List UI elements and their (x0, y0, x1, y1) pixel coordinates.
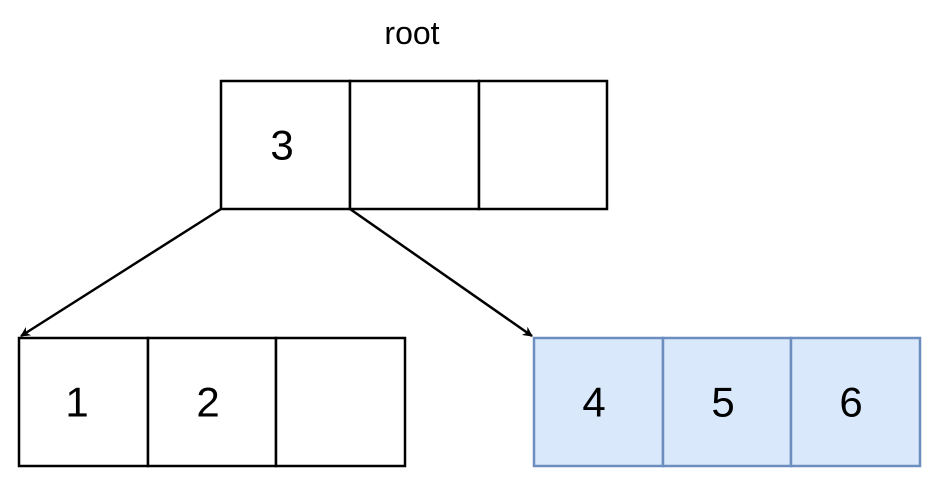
right-cell-3 (789, 336, 922, 468)
root-label: root (384, 15, 439, 51)
root-key-1: 3 (270, 122, 293, 169)
root-cell-2 (348, 79, 481, 211)
left-cell-1 (17, 336, 150, 468)
left-key-2: 2 (196, 379, 219, 426)
root-cell-1 (219, 79, 352, 211)
left-cell-3 (274, 336, 407, 468)
root-node: 3 (219, 79, 609, 211)
edge-root-to-right (349, 207, 533, 338)
right-key-3: 6 (839, 379, 862, 426)
right-key-2: 5 (711, 379, 734, 426)
left-key-1: 1 (65, 379, 88, 426)
edge-root-to-left (20, 207, 222, 338)
right-child-node: 4 5 6 (532, 336, 922, 468)
root-cell-3 (477, 79, 609, 211)
left-cell-2 (146, 336, 278, 468)
left-child-node: 1 2 (17, 336, 407, 468)
right-key-1: 4 (582, 379, 605, 426)
right-cell-2 (661, 336, 793, 468)
